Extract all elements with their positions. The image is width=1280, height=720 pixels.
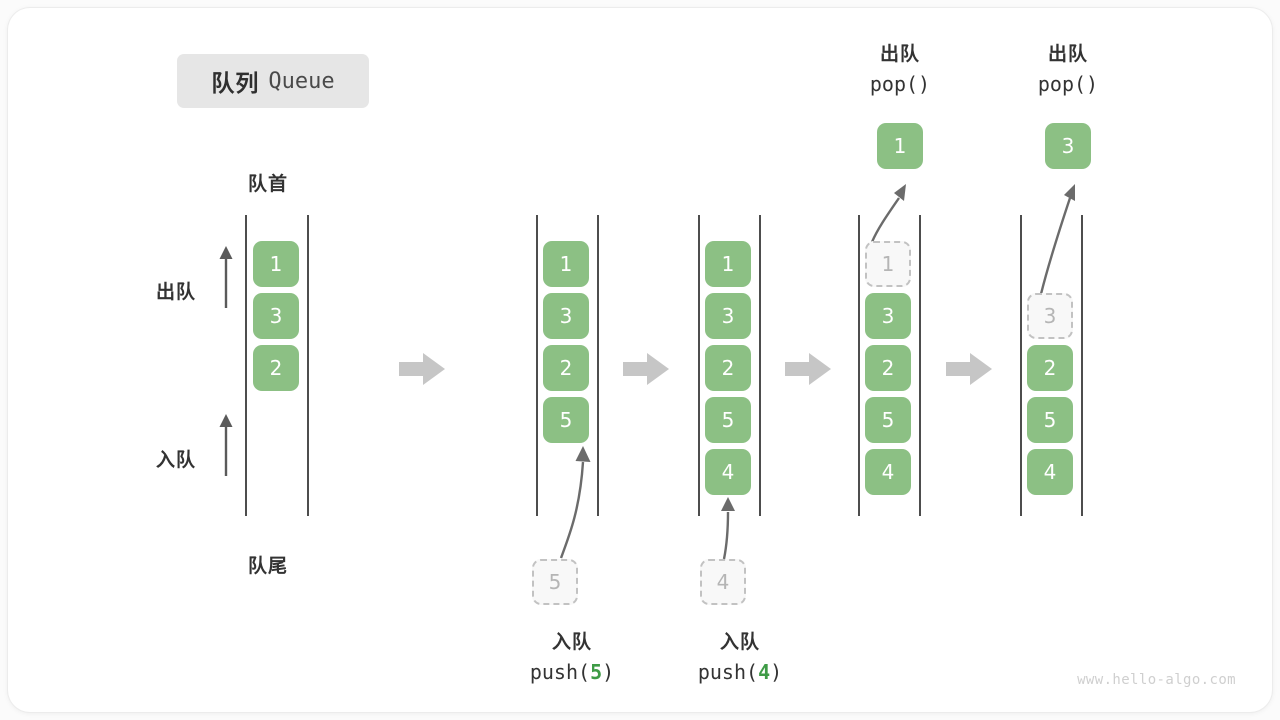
queue-element: 1 bbox=[543, 241, 589, 287]
queue-element-new: 5 bbox=[543, 397, 589, 443]
queue-rail-left-2 bbox=[536, 215, 538, 516]
queue-rail-left-4 bbox=[858, 215, 860, 516]
push-4-caption-code: push(4) bbox=[697, 660, 783, 685]
push-arrow-icon bbox=[559, 446, 591, 559]
queue-element: 1 bbox=[705, 241, 751, 287]
dequeue-direction-label: 出队 bbox=[156, 282, 197, 303]
pending-element-ghost: 5 bbox=[532, 559, 578, 605]
push-4-caption: 入队 push(4) bbox=[680, 628, 800, 688]
push-4-caption-cn: 入队 bbox=[719, 632, 760, 653]
queue-rail-right-3 bbox=[759, 215, 761, 516]
queue-rail-left-3 bbox=[698, 215, 700, 516]
queue-rail-left-1 bbox=[245, 215, 247, 516]
queue-element: 2 bbox=[253, 345, 299, 391]
queue-element: 1 bbox=[253, 241, 299, 287]
queue-element: 4 bbox=[1027, 449, 1073, 495]
site-watermark: www.hello-algo.com bbox=[1077, 672, 1236, 688]
popped-element: 1 bbox=[877, 123, 923, 169]
queue-element: 3 bbox=[253, 293, 299, 339]
queue-element: 3 bbox=[543, 293, 589, 339]
flow-arrow-icon bbox=[623, 353, 669, 385]
pop-3-caption-code: pop() bbox=[1037, 72, 1099, 97]
queue-element: 2 bbox=[1027, 345, 1073, 391]
queue-rail-right-1 bbox=[307, 215, 309, 516]
enqueue-direction-label: 入队 bbox=[156, 450, 197, 471]
popped-element: 3 bbox=[1045, 123, 1091, 169]
pop-arrow-icon bbox=[1039, 184, 1075, 295]
diagram-card: 队列 Queue 队首 队尾 出队 入队 1 3 2 1 3 bbox=[8, 8, 1272, 712]
queue-element: 2 bbox=[705, 345, 751, 391]
pop-arrow-icon bbox=[870, 184, 906, 243]
queue-element: 3 bbox=[705, 293, 751, 339]
removed-element-ghost: 1 bbox=[865, 241, 911, 287]
pop-1-caption-cn: 出队 bbox=[879, 44, 920, 65]
queue-element: 3 bbox=[865, 293, 911, 339]
push-5-caption-code: push(5) bbox=[529, 660, 615, 685]
queue-element: 5 bbox=[705, 397, 751, 443]
enqueue-direction-arrow-icon bbox=[219, 414, 233, 476]
queue-element: 5 bbox=[1027, 397, 1073, 443]
push-arrow-icon bbox=[721, 497, 735, 560]
flow-arrow-icon bbox=[399, 353, 445, 385]
push-5-caption-cn: 入队 bbox=[551, 632, 592, 653]
queue-rail-right-5 bbox=[1081, 215, 1083, 516]
queue-element: 2 bbox=[543, 345, 589, 391]
queue-rail-right-2 bbox=[597, 215, 599, 516]
flow-arrow-icon bbox=[785, 353, 831, 385]
queue-tail-label: 队尾 bbox=[248, 556, 289, 577]
removed-element-ghost: 3 bbox=[1027, 293, 1073, 339]
queue-rail-left-5 bbox=[1020, 215, 1022, 516]
push-5-caption: 入队 push(5) bbox=[512, 628, 632, 688]
pop-1-caption-code: pop() bbox=[869, 72, 931, 97]
pop-3-caption: 出队 pop() bbox=[1008, 40, 1128, 100]
queue-element-new: 4 bbox=[705, 449, 751, 495]
pop-1-caption: 出队 pop() bbox=[840, 40, 960, 100]
pop-3-caption-cn: 出队 bbox=[1047, 44, 1088, 65]
queue-element: 2 bbox=[865, 345, 911, 391]
title-english: Queue bbox=[268, 68, 335, 94]
flow-arrow-icon bbox=[946, 353, 992, 385]
dequeue-direction-arrow-icon bbox=[219, 246, 233, 308]
queue-element: 5 bbox=[865, 397, 911, 443]
diagram-title-badge: 队列 Queue bbox=[177, 54, 369, 108]
queue-head-label: 队首 bbox=[248, 174, 289, 195]
pending-element-ghost: 4 bbox=[700, 559, 746, 605]
title-chinese: 队列 bbox=[211, 70, 260, 96]
queue-rail-right-4 bbox=[919, 215, 921, 516]
queue-element: 4 bbox=[865, 449, 911, 495]
